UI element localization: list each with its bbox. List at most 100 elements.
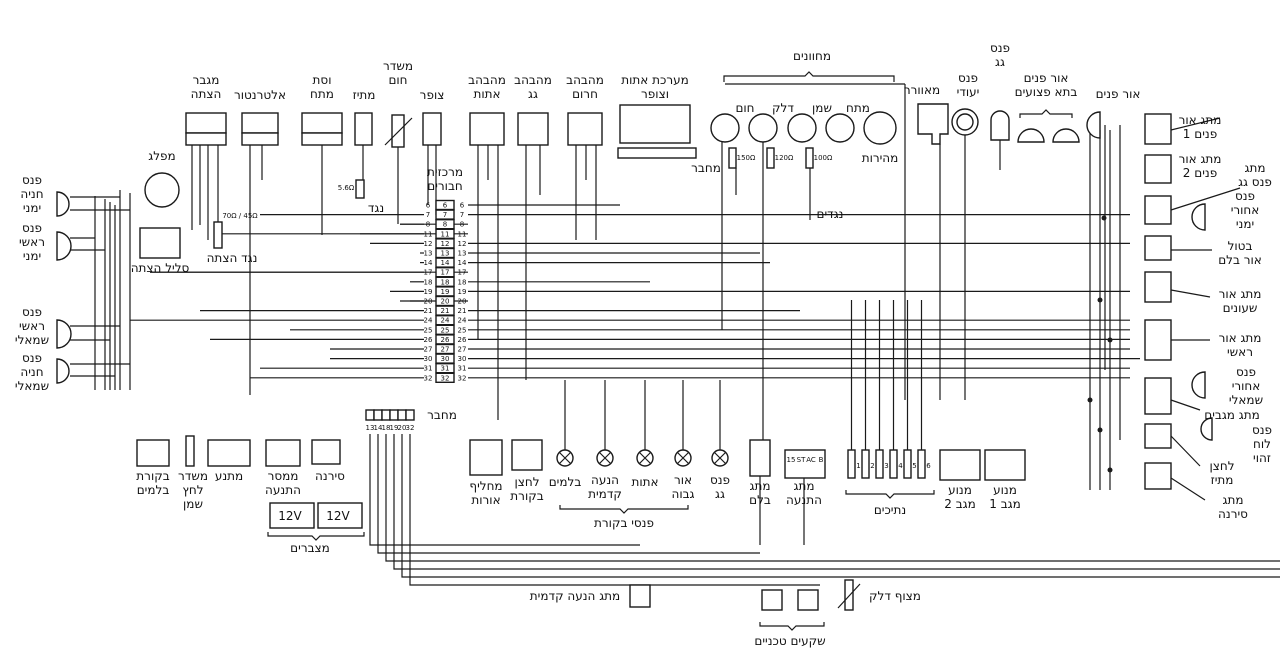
battery-1-voltage: 12V <box>278 509 302 523</box>
arrow-wire <box>1170 399 1201 411</box>
brake-light-cancel-label: אור בלם <box>1218 253 1262 267</box>
ignition-switch-label: מתג <box>794 479 815 493</box>
horn-label: צופר <box>420 88 445 102</box>
arrow-wire <box>1170 117 1221 131</box>
signal-horn-system-label: וצופר <box>641 87 669 101</box>
junction-terminal-number: 8 <box>443 221 447 229</box>
ignition-resistor <box>213 221 223 249</box>
brake-check-label: בקורת <box>136 469 169 483</box>
washer-button-label: מתיז <box>1211 473 1234 487</box>
junction-wire-left: 31 <box>424 365 433 373</box>
roof-flasher-label: גג <box>528 87 538 101</box>
siren-label: סירנה <box>315 469 345 483</box>
rear-lamp-left-label: שמאלי <box>1229 393 1263 407</box>
junction-wire-right: 6 <box>460 202 465 210</box>
resistor-120-value: 120Ω <box>775 154 794 162</box>
junction-wire-left: 11 <box>424 230 433 238</box>
plate-lamp-label: לוח <box>1253 437 1271 451</box>
junction-terminal-number: 6 <box>443 202 448 210</box>
junction-terminal-number: 25 <box>441 326 450 334</box>
gauge-volt <box>825 113 855 143</box>
wires <box>70 84 1280 586</box>
tech-socket-1 <box>761 589 783 611</box>
gauge-temp-label: חום <box>735 101 754 115</box>
junction-wire-right: 18 <box>458 278 467 286</box>
junction-wire-right: 21 <box>458 307 467 315</box>
resistor-150-value: 150Ω <box>737 154 756 162</box>
connector-terminal <box>397 409 407 421</box>
ignition-amplifier-terminals <box>185 132 227 146</box>
rear-lamp-right <box>1191 203 1206 231</box>
interior-switch-1 <box>1144 113 1172 145</box>
connector-terminal <box>365 409 375 421</box>
connector-terminal <box>373 409 383 421</box>
head-lamp-right-label: ראשי <box>19 235 45 249</box>
start-relay-label: התנעה <box>265 483 301 497</box>
special-lamp-label: יעודי <box>957 85 980 99</box>
wiper-switch <box>1144 377 1172 415</box>
fuse-number: 1 <box>856 462 860 470</box>
head-lamp-left-label: שמאלי <box>15 333 49 347</box>
roof-lamp-label: גג <box>995 55 1005 69</box>
connector-terminal <box>389 409 399 421</box>
siren-switch-label: מתג <box>1223 493 1244 507</box>
batteries-brace <box>267 532 365 541</box>
head-lamp-right <box>56 231 72 261</box>
junction-terminal-number: 32 <box>441 374 450 382</box>
fuses-label: נתיכים <box>874 503 906 517</box>
light-dimmer-label: אורות <box>471 493 500 507</box>
resistor-100-value: 100Ω <box>814 154 833 162</box>
junction-wire-left: 7 <box>426 211 430 219</box>
temp-sender-arrow <box>384 117 413 146</box>
warning-lamps-label: פנסי בקורת <box>594 516 654 530</box>
junction-wire-right: 24 <box>458 317 467 325</box>
main-light-switch <box>1144 319 1172 361</box>
clock-light-switch-label: מתג אור <box>1219 287 1262 301</box>
junction-wire-left: 19 <box>424 288 433 296</box>
roof-lamp-switch <box>1144 195 1172 225</box>
junction-terminal-number: 13 <box>441 250 450 258</box>
connector-number: 14 <box>374 424 383 432</box>
rear-lamp-left-label: אחורי <box>1232 379 1261 393</box>
junction-wire-left: 20 <box>424 298 433 306</box>
junction-wire-left: 12 <box>424 240 433 248</box>
resistors-label: נגדים <box>817 207 844 221</box>
fuse <box>889 449 898 479</box>
junction-wire-right: 26 <box>458 336 467 344</box>
gauge-fuel <box>748 113 778 143</box>
warn-high-beam-label: אור <box>674 473 692 487</box>
junction-wire-left: 8 <box>426 221 430 229</box>
fuse <box>847 449 856 479</box>
junction-wire-right: 7 <box>460 211 464 219</box>
junction-wire-left: 30 <box>424 355 433 363</box>
junction-wire-right: 11 <box>458 230 467 238</box>
wire <box>385 434 1280 562</box>
fan-label: מאוורר <box>904 83 940 97</box>
junction-wire-right: 8 <box>460 221 464 229</box>
warning-lamps-brace <box>559 505 689 514</box>
parking-lamp-right-label: חניה <box>20 187 43 201</box>
alternator-box <box>241 112 279 134</box>
signal-system-box <box>619 104 691 144</box>
ignition-resistor-value: 70Ω / 45Ω <box>222 212 258 220</box>
interior-light-label: אור פנים <box>1096 87 1141 101</box>
ignition-switch-terminal: ST <box>797 456 806 464</box>
warn-roof-label: גג <box>715 487 725 501</box>
roof-lamp <box>990 110 1010 141</box>
junction-center-label: חבורים <box>427 179 462 193</box>
casualty-dome-1 <box>1017 128 1045 143</box>
warn-fwd-drive-label: הנעה <box>591 473 619 487</box>
junction-dot <box>1087 397 1093 403</box>
signal-horn-system-label: מערכת אתות <box>621 73 689 87</box>
junction-wire-left: 6 <box>426 202 431 210</box>
clock-light-switch <box>1144 271 1172 303</box>
junction-wire-right: 25 <box>458 326 467 334</box>
ignition-coil-label: סליל הצתה <box>131 261 190 275</box>
gauge-oil-label: שמן <box>812 101 832 115</box>
fuse-number: 4 <box>898 462 903 470</box>
casualty-interior-light-label: בתא פצועים <box>1015 85 1078 99</box>
junction-terminal-number: 11 <box>441 230 450 238</box>
junction-wire-left: 32 <box>424 374 433 382</box>
fuel-float-arrow <box>837 583 861 609</box>
